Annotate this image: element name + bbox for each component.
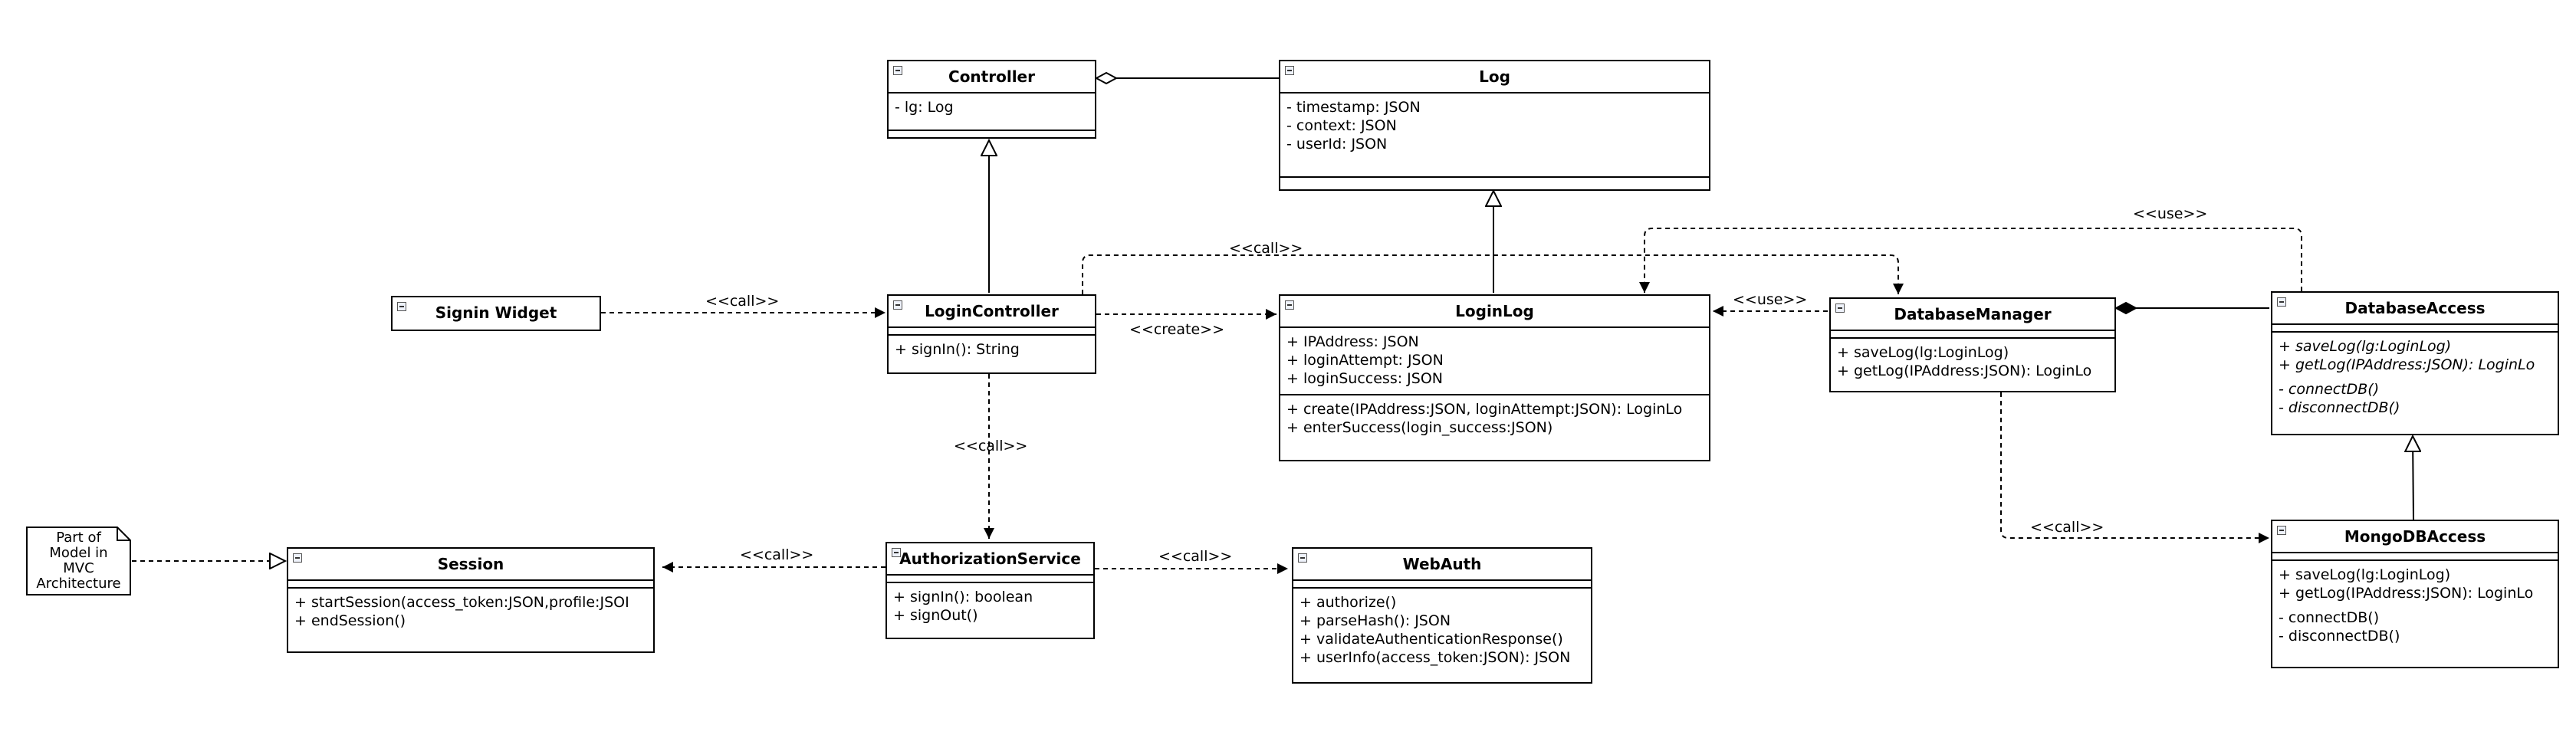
class-name: Session: [437, 555, 504, 573]
class-databaseaccess[interactable]: DatabaseAccess + saveLog(lg:LoginLog) + …: [2271, 291, 2559, 435]
class-name: Log: [1479, 67, 1510, 86]
operation: + getLog(IPAddress:JSON): LoginLo: [1837, 363, 2092, 379]
class-logincontroller[interactable]: LoginController + signIn(): String: [887, 294, 1096, 374]
class-webauth[interactable]: WebAuth + authorize() + parseHash(): JSO…: [1292, 547, 1592, 684]
collapse-icon[interactable]: [1835, 303, 1845, 313]
operation: + signIn(): boolean: [893, 589, 1033, 605]
collapse-icon[interactable]: [1285, 66, 1294, 75]
operation: + saveLog(lg:LoginLog): [1837, 344, 2009, 361]
class-mongodbaccess[interactable]: MongoDBAccess + saveLog(lg:LoginLog) + g…: [2271, 520, 2559, 668]
collapse-icon[interactable]: [892, 548, 901, 557]
note-line: MVC: [63, 560, 94, 576]
operation: + endSession(): [294, 612, 406, 629]
collapse-icon[interactable]: [2277, 297, 2286, 307]
edge-label-auth-webauth-call: <<call>>: [1158, 548, 1233, 565]
note-shape: [26, 527, 131, 595]
collapse-icon[interactable]: [2277, 526, 2286, 535]
operation: + authorize(): [1300, 594, 1397, 611]
class-name: DatabaseAccess: [2344, 299, 2486, 317]
class-name: LoginLog: [1455, 302, 1534, 320]
edge-label-signin-call: <<call>>: [705, 293, 780, 310]
attribute: + IPAddress: JSON: [1286, 333, 1419, 350]
operation: + saveLog(lg:LoginLog): [2279, 338, 2452, 355]
attribute: + loginSuccess: JSON: [1286, 370, 1443, 387]
operation: - disconnectDB(): [2279, 399, 2400, 416]
operation: + create(IPAddress:JSON, loginAttempt:JS…: [1286, 401, 1683, 418]
operation: + userInfo(access_token:JSON): JSON: [1300, 649, 1571, 666]
edge-label-dbm-mongo-call: <<call>>: [2030, 519, 2104, 536]
operation: - disconnectDB(): [2279, 628, 2400, 645]
class-name: AuthorizationService: [899, 550, 1081, 568]
class-controller[interactable]: Controller - lg: Log: [887, 60, 1096, 139]
class-log[interactable]: Log - timestamp: JSON - context: JSON - …: [1279, 60, 1710, 191]
note-mvc-architecture: Part of Model in MVC Architecture: [27, 527, 130, 595]
collapse-icon[interactable]: [397, 302, 406, 311]
note-line: Model in: [49, 545, 108, 561]
dependency-databaseaccess-loginlog: [1639, 228, 2302, 293]
class-authorizationservice[interactable]: AuthorizationService + signIn(): boolean…: [886, 542, 1095, 639]
note-line: Part of: [56, 530, 101, 546]
operation: + validateAuthenticationResponse(): [1300, 631, 1563, 648]
operation: - connectDB(): [2279, 609, 2380, 626]
class-name: MongoDBAccess: [2344, 527, 2486, 546]
operation: + signOut(): [893, 607, 978, 624]
edge-label-dba-loginlog-use: <<use>>: [2133, 205, 2208, 222]
class-name: WebAuth: [1402, 555, 1482, 573]
class-signin-widget[interactable]: Signin Widget: [391, 296, 601, 331]
attribute: - userId: JSON: [1286, 136, 1388, 153]
attribute: - lg: Log: [895, 99, 954, 116]
collapse-icon[interactable]: [893, 66, 902, 75]
operation: + enterSuccess(login_success:JSON): [1286, 419, 1553, 436]
attribute: - timestamp: JSON: [1286, 99, 1421, 116]
dependency-databasemanager-mongodbaccess: [2000, 392, 2269, 543]
collapse-icon[interactable]: [293, 553, 302, 563]
class-databasemanager[interactable]: DatabaseManager + saveLog(lg:LoginLog) +…: [1829, 297, 2116, 392]
class-name: Controller: [948, 67, 1035, 86]
operation: + signIn(): String: [895, 341, 1020, 358]
edge-label-logincontroller-dbm-call: <<call>>: [1229, 240, 1303, 257]
operation: + saveLog(lg:LoginLog): [2279, 566, 2451, 583]
class-name: DatabaseManager: [1894, 305, 2052, 323]
operation: + parseHash(): JSON: [1300, 612, 1451, 629]
attribute: + loginAttempt: JSON: [1286, 352, 1444, 369]
collapse-icon[interactable]: [1285, 300, 1294, 310]
edge-label-create: <<create>>: [1129, 321, 1224, 338]
operation: + startSession(access_token:JSON,profile…: [294, 594, 629, 611]
edge-label-dbm-loginlog-use: <<use>>: [1733, 291, 1808, 308]
collapse-icon[interactable]: [893, 300, 902, 310]
note-line: Architecture: [36, 576, 121, 592]
attribute: - context: JSON: [1286, 117, 1397, 134]
edge-label-logincontroller-auth-call: <<call>>: [954, 438, 1028, 454]
operation: + getLog(IPAddress:JSON): LoginLo: [2279, 356, 2535, 373]
class-name: Signin Widget: [435, 303, 557, 322]
operation: + getLog(IPAddress:JSON): LoginLo: [2279, 585, 2534, 602]
edge-label-auth-session-call: <<call>>: [740, 546, 814, 563]
class-name: LoginController: [925, 302, 1059, 320]
class-loginlog[interactable]: LoginLog + IPAddress: JSON + loginAttemp…: [1279, 294, 1710, 461]
dependency-logincontroller-databasemanager: [1082, 254, 1904, 294]
class-session[interactable]: Session + startSession(access_token:JSON…: [287, 547, 655, 653]
collapse-icon[interactable]: [1298, 553, 1307, 563]
operation: - connectDB(): [2279, 381, 2380, 398]
